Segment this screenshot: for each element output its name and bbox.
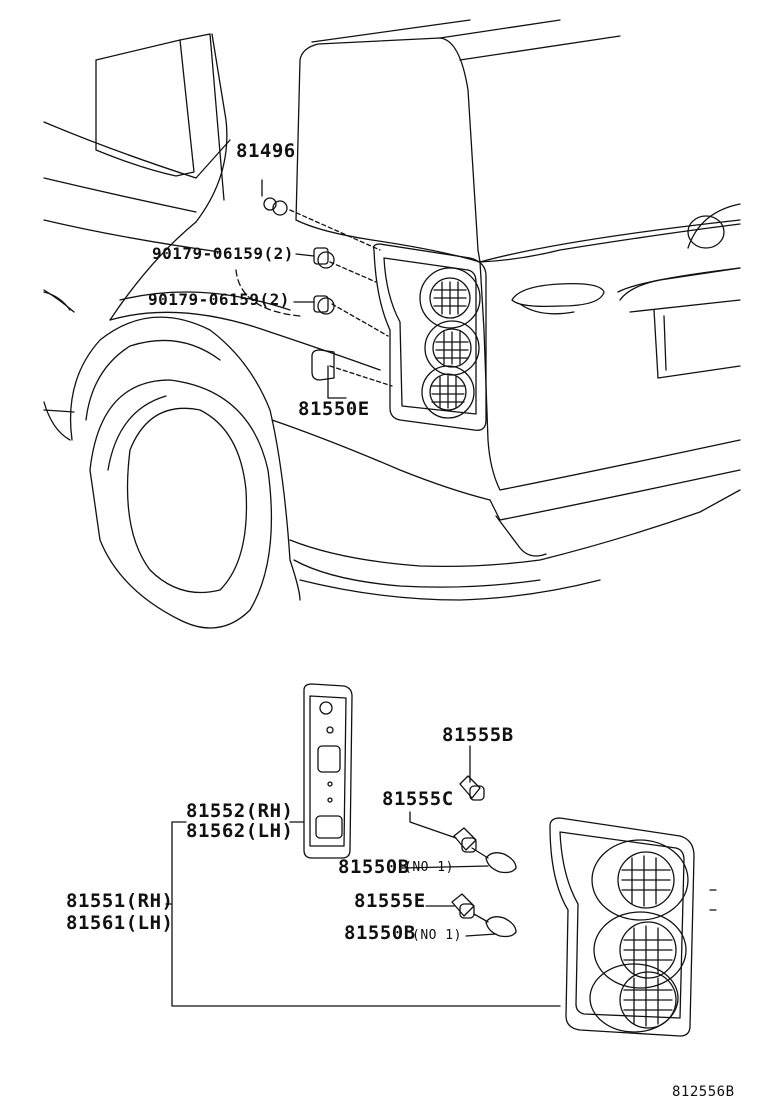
label-no1-lower: (NO 1): [412, 928, 462, 943]
lamp-gasket: [303, 683, 353, 859]
label-81555e: 81555E: [354, 890, 426, 912]
socket-81550e: [311, 349, 347, 399]
label-81555c: 81555C: [382, 788, 454, 810]
label-90179-lower: 90179-06159(2): [148, 290, 290, 309]
tail-lamp-assembly: [549, 817, 717, 1037]
vehicle-body: [43, 19, 741, 629]
label-81550b-upper: 81550B: [338, 856, 410, 878]
label-81562-lh: 81562(LH): [186, 820, 294, 842]
socket-81555e: [425, 893, 475, 919]
socket-81555c: [409, 811, 477, 853]
label-90179-upper: 90179-06159(2): [152, 244, 294, 263]
assembly-bracket: [165, 821, 561, 1007]
vehicle-tail-lamp: [235, 209, 487, 431]
label-81550b-lower: 81550B: [344, 922, 416, 944]
nut-lower: [293, 295, 335, 315]
label-81496: 81496: [236, 140, 296, 162]
label-81561-lh: 81561(LH): [66, 912, 174, 934]
diagram-reference-code: 812556B: [672, 1084, 735, 1100]
label-81552-rh: 81552(RH): [186, 800, 294, 822]
clip-81496: [261, 179, 288, 216]
label-81551-rh: 81551(RH): [66, 890, 174, 912]
socket-81555b: [459, 745, 485, 801]
label-no1-upper: (NO 1): [404, 860, 454, 875]
label-81550e: 81550E: [298, 398, 370, 420]
label-81555b: 81555B: [442, 724, 514, 746]
bulb-no1-upper: [401, 847, 517, 874]
nut-upper: [295, 247, 335, 269]
bulb-no1-lower: [465, 913, 517, 938]
